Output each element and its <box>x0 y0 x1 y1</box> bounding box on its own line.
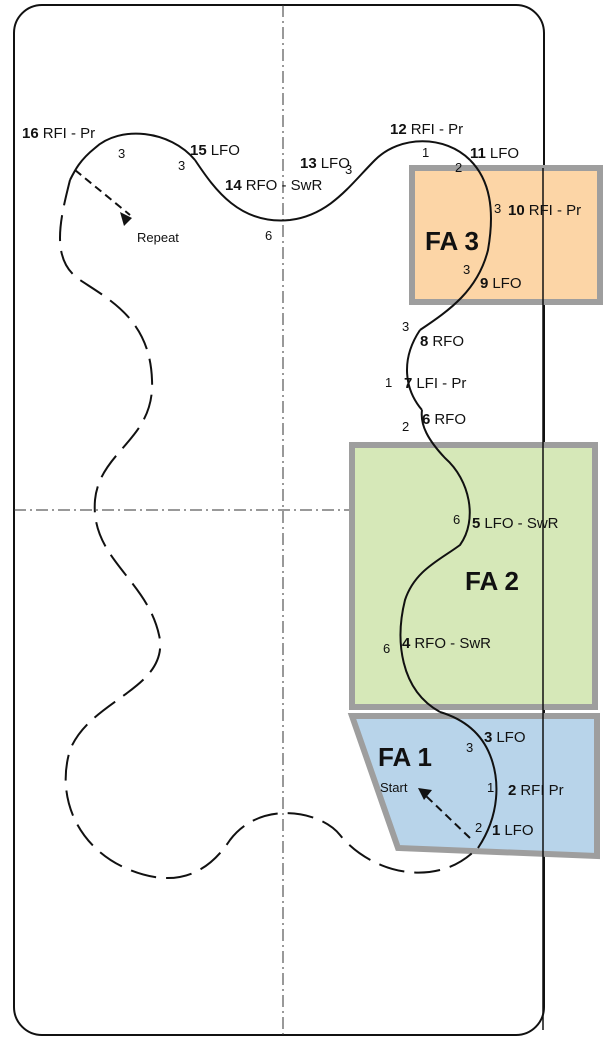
lobe-steps-1-3 <box>439 711 498 849</box>
beat-step-14: 6 <box>265 228 272 243</box>
beat-step-2: 1 <box>487 780 494 795</box>
beat-step-16: 3 <box>118 146 125 161</box>
repeat-label: Repeat <box>137 230 179 245</box>
left-lobe-sequence <box>59 179 479 879</box>
beat-step-9: 3 <box>463 262 470 277</box>
focus-area-2-title: FA 2 <box>465 566 519 596</box>
beat-counts: 2 1 3 6 6 2 1 3 3 3 2 1 3 6 3 3 <box>118 145 501 835</box>
repeat-indicator: Repeat <box>74 169 179 245</box>
focus-area-1-title: FA 1 <box>378 742 432 772</box>
start-label: Start <box>380 780 408 795</box>
lobe-steps-4-5 <box>399 409 471 713</box>
focus-area-2-box <box>349 442 598 710</box>
repeat-path <box>59 179 479 879</box>
pattern-path <box>69 132 498 849</box>
lobe-steps-6-8 <box>406 329 423 411</box>
beat-step-4: 6 <box>383 641 390 656</box>
lobe-steps-15-16 <box>69 132 196 181</box>
beat-step-13: 3 <box>345 162 352 177</box>
focus-area-3-box <box>409 165 603 305</box>
beat-step-11: 2 <box>455 160 462 175</box>
beat-step-1: 2 <box>475 820 482 835</box>
start-indicator: Start <box>380 780 471 839</box>
beat-step-12: 1 <box>422 145 429 160</box>
beat-step-6: 2 <box>402 419 409 434</box>
beat-step-10: 3 <box>494 201 501 216</box>
focus-area-3-title: FA 3 <box>425 226 479 256</box>
beat-step-7: 1 <box>385 375 392 390</box>
focus-area-1-box <box>347 713 600 860</box>
lobe-steps-9-11 <box>419 159 492 331</box>
lobe-steps-12-14 <box>194 140 471 222</box>
beat-step-8: 3 <box>402 319 409 334</box>
beat-step-15: 3 <box>178 158 185 173</box>
beat-step-5: 6 <box>453 512 460 527</box>
beat-step-3: 3 <box>466 740 473 755</box>
